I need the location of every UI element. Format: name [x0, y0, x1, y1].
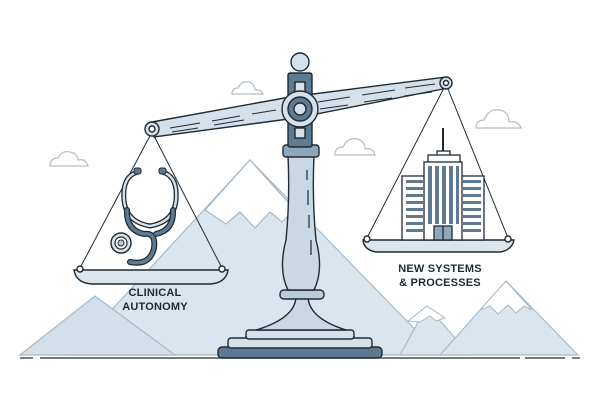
left-pan-strings: [79, 131, 223, 269]
clouds: [49, 81, 522, 167]
left-label-line-1: CLINICAL: [128, 287, 182, 299]
scale-pivot: [281, 52, 319, 148]
scale-column: [281, 144, 321, 291]
right-pan-label: NEW SYSTEMS & PROCESSES: [375, 262, 505, 290]
left-label-line-2: AUTONOMY: [122, 301, 188, 313]
scale-base: [217, 289, 383, 359]
office-building-icon: [401, 128, 485, 241]
right-pan: [362, 235, 515, 253]
right-label-line-1: NEW SYSTEMS: [398, 263, 482, 275]
mountains-background: [18, 159, 580, 356]
left-pan: [73, 265, 229, 285]
stethoscope-icon: [110, 167, 179, 266]
right-pan-strings: [366, 83, 509, 239]
left-pan-label: CLINICAL AUTONOMY: [100, 286, 210, 314]
right-label-line-2: & PROCESSES: [399, 277, 481, 289]
